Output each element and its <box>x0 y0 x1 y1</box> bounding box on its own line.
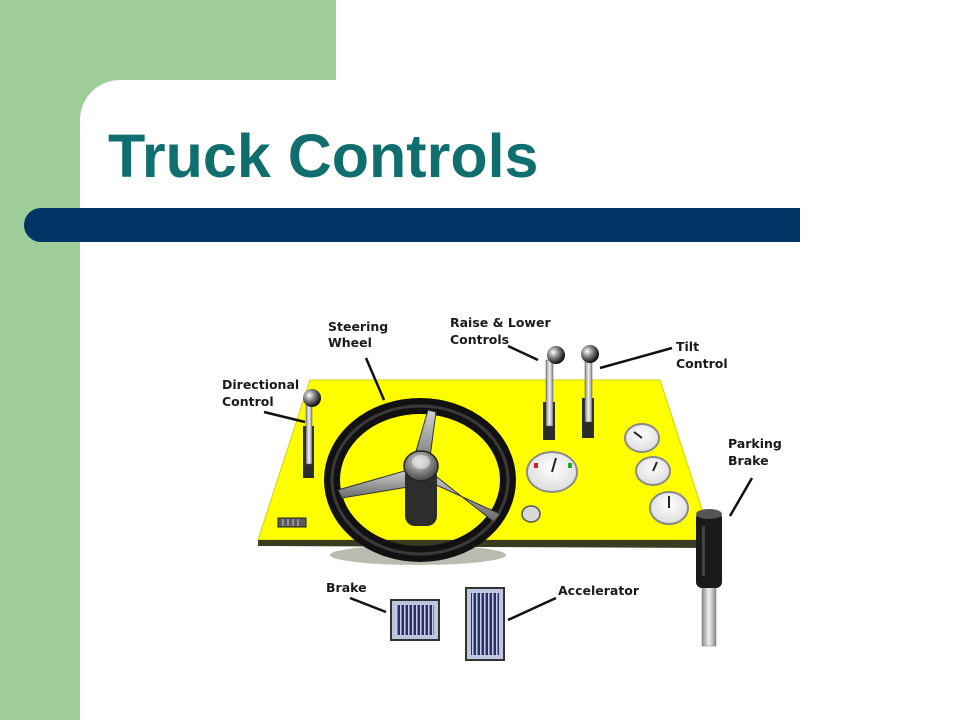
vent-grille <box>277 517 307 528</box>
svg-text:Brake: Brake <box>728 453 769 468</box>
label-directional-control: Directional Control <box>222 377 299 409</box>
accelerator-pedal <box>465 587 505 661</box>
parking-brake-lever <box>696 509 722 647</box>
label-steering-wheel: Steering Wheel <box>328 319 388 350</box>
svg-text:Control: Control <box>222 394 274 409</box>
pointer-lines <box>263 344 754 622</box>
svg-text:Directional: Directional <box>222 377 299 392</box>
svg-text:Control: Control <box>676 356 728 371</box>
brake-pedal <box>390 599 440 641</box>
svg-text:Raise & Lower: Raise & Lower <box>450 315 551 330</box>
gauge-1 <box>624 423 660 453</box>
label-brake: Brake <box>326 580 367 595</box>
steering-wheel <box>324 398 516 565</box>
svg-text:Controls: Controls <box>450 332 509 347</box>
label-tilt-control: Tilt Control <box>676 339 728 371</box>
svg-text:Accelerator: Accelerator <box>558 583 640 598</box>
main-gauge <box>526 451 578 493</box>
sidebar-accent-left <box>0 0 80 720</box>
svg-text:Parking: Parking <box>728 436 782 451</box>
svg-text:Tilt: Tilt <box>676 339 699 354</box>
label-parking-brake: Parking Brake <box>728 436 782 468</box>
small-knob <box>521 505 541 523</box>
raise-lower-levers <box>543 346 565 440</box>
label-raise-lower-controls: Raise & Lower Controls <box>450 315 551 347</box>
title-underline-bar <box>24 208 800 242</box>
gauge-2 <box>635 456 671 486</box>
svg-text:Steering: Steering <box>328 319 388 334</box>
directional-control-lever <box>303 389 321 478</box>
svg-text:Wheel: Wheel <box>328 335 372 350</box>
label-accelerator: Accelerator <box>558 583 640 598</box>
gauge-3 <box>649 491 689 525</box>
slide-title: Truck Controls <box>108 122 539 190</box>
svg-text:Brake: Brake <box>326 580 367 595</box>
tilt-control-lever <box>581 345 599 438</box>
